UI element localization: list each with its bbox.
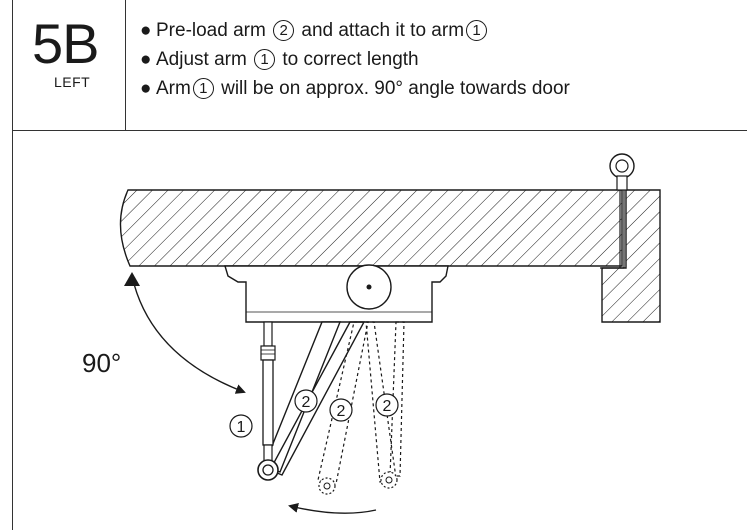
arm-reference-badge: 1 xyxy=(192,78,214,99)
svg-text:2: 2 xyxy=(302,394,311,411)
arm-reference-badge: 1 xyxy=(254,49,276,70)
svg-text:1: 1 xyxy=(237,419,246,436)
arm-reference-badge: 1 xyxy=(466,20,488,41)
arm-2-label: 2 xyxy=(375,393,399,417)
svg-text:2: 2 xyxy=(383,398,392,415)
arm-2-preload-position xyxy=(365,321,405,489)
angle-label: 90° xyxy=(82,348,121,378)
angle-indicator: 90° xyxy=(82,272,246,394)
arm-2-preload-position xyxy=(317,321,369,495)
left-frame-line xyxy=(12,0,13,530)
arm-2-label: 2 xyxy=(294,389,318,413)
step-box-divider xyxy=(125,0,126,130)
arm-1-adjustable xyxy=(257,321,279,481)
instruction-item: ●Adjust arm 1 to correct length xyxy=(140,45,740,74)
step-indicator: 5B LEFT xyxy=(14,10,114,110)
bullet-icon: ● xyxy=(140,49,152,70)
bullet-icon: ● xyxy=(140,78,152,99)
arm-2-label: 2 xyxy=(329,398,353,422)
door-frame-header xyxy=(119,189,623,267)
arm-1-label: 1 xyxy=(229,414,253,438)
closing-direction-arrow xyxy=(288,503,377,514)
step-number: 5B xyxy=(32,12,99,75)
header-divider xyxy=(12,130,747,131)
bullet-icon: ● xyxy=(140,20,152,41)
door-closer-body xyxy=(224,264,449,323)
svg-text:2: 2 xyxy=(337,403,346,420)
door-leaf xyxy=(600,188,661,323)
hinge-icon xyxy=(609,153,635,191)
step-side-label: LEFT xyxy=(54,74,91,90)
arm-reference-badge: 2 xyxy=(273,20,295,41)
